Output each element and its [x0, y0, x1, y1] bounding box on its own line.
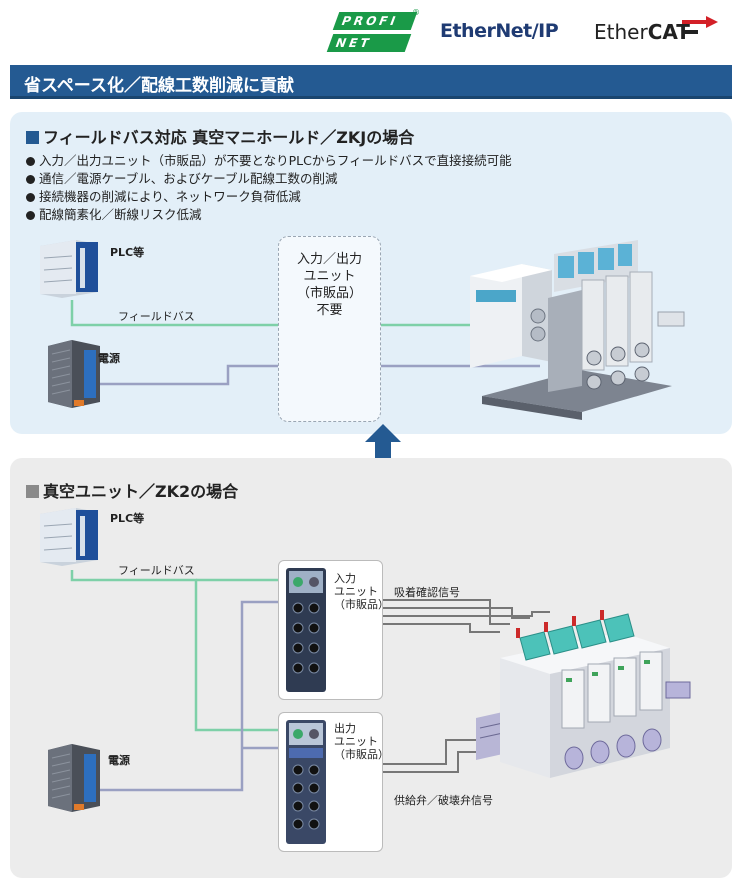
note-line: 不要	[316, 303, 343, 318]
suction-signal-lines	[330, 599, 550, 633]
note-line: ユニット	[303, 269, 356, 284]
zk2-power-label: 電源	[108, 754, 130, 767]
zk2-power-line	[100, 600, 298, 792]
zk2-section-title: 真空ユニット／ZK2の場合	[26, 478, 238, 502]
square-bullet-icon	[26, 131, 39, 144]
zkj-plc-label: PLC等	[110, 246, 145, 259]
list-item: 接続機器の削減により、ネットワーク負荷低減	[26, 188, 512, 206]
zkj-bullet-list: 入力／出力ユニット（市販品）が不要となりPLCからフィールドバスで直接接続可能 …	[26, 152, 512, 224]
ethernetip-logo: EtherNet/IP	[440, 20, 559, 42]
ethercat-arrow-icon	[682, 16, 718, 34]
zkj-fieldbus-label: フィールドバス	[118, 310, 195, 323]
zkj-title-text: フィールドバス対応 真空マニホールド／ZKJの場合	[43, 128, 415, 147]
zkj-section-title: フィールドバス対応 真空マニホールド／ZKJの場合	[26, 124, 414, 148]
zkj-power-line	[98, 364, 540, 386]
plc-icon	[40, 508, 98, 566]
list-item: 配線簡素化／断線リスク低減	[26, 206, 512, 224]
unit-label-line: ユニット	[334, 585, 378, 598]
valve-signal-lines	[330, 739, 490, 773]
power-supply-icon	[48, 340, 100, 408]
zkj-power-label: 電源	[98, 352, 120, 365]
io-unit-note: 入力／出力 ユニット （市販品） 不要	[279, 251, 380, 319]
zkj-fieldbus-line	[70, 300, 540, 327]
input-unit-label: 入力 ユニット （市販品）	[334, 572, 389, 611]
unit-label-line: 出力	[334, 722, 356, 735]
note-line: （市販品）	[296, 286, 362, 301]
output-unit-label: 出力 ユニット （市販品）	[334, 722, 389, 761]
unit-label-line: ユニット	[334, 735, 378, 748]
output-unit-image	[286, 720, 326, 844]
note-line: 入力／出力	[296, 252, 362, 267]
input-unit-image	[286, 568, 326, 692]
square-bullet-icon	[26, 485, 39, 498]
power-supply-icon	[48, 744, 100, 812]
ethercat-logo: EtherCAT	[594, 16, 718, 44]
suction-signal-label: 吸着確認信号	[394, 586, 460, 599]
up-arrow-icon	[365, 424, 401, 464]
zk2-plc-label: PLC等	[110, 512, 145, 525]
profinet-logo: PROFI NET ®	[326, 8, 420, 56]
unit-label-line: （市販品）	[334, 748, 389, 761]
page-title: 省スペース化／配線工数削減に貢献	[24, 76, 294, 96]
zk2-fieldbus-line	[70, 570, 298, 732]
zk2-manifold-image	[476, 610, 691, 778]
registered-mark: ®	[412, 8, 420, 17]
io-unit-not-required-box: 入力／出力 ユニット （市販品） 不要	[278, 236, 381, 422]
list-item: 通信／電源ケーブル、およびケーブル配線工数の削減	[26, 170, 512, 188]
unit-label-line: （市販品）	[334, 598, 389, 611]
zk2-title-text: 真空ユニット／ZK2の場合	[43, 482, 239, 501]
valve-signal-label: 供給弁／破壊弁信号	[394, 794, 493, 807]
zkj-manifold-image	[470, 240, 685, 420]
zk2-fieldbus-label: フィールドバス	[118, 564, 195, 577]
plc-icon	[40, 240, 98, 298]
header-bar: 省スペース化／配線工数削減に貢献	[10, 65, 732, 99]
ethercat-logo-ether: Ether	[594, 20, 648, 44]
list-item: 入力／出力ユニット（市販品）が不要となりPLCからフィールドバスで直接接続可能	[26, 152, 512, 170]
unit-label-line: 入力	[334, 572, 356, 585]
